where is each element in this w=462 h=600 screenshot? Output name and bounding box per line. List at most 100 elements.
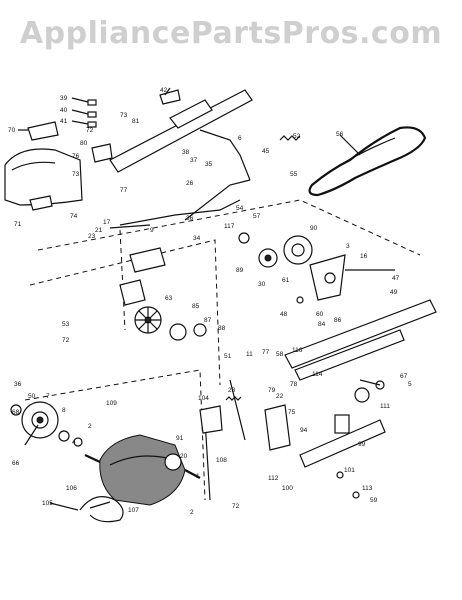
callout-51: 51: [224, 353, 232, 360]
rod-108: [204, 419, 211, 501]
callout-47: 47: [392, 275, 400, 282]
callout-21: 21: [95, 227, 103, 234]
callout-37: 37: [190, 157, 198, 164]
callout-50: 50: [28, 393, 36, 400]
callout-114: 114: [312, 371, 323, 378]
pulley-90-hub: [291, 243, 305, 257]
pulley-89-hub: [264, 254, 272, 262]
callout-100: 100: [282, 485, 293, 492]
callout-89: 89: [236, 267, 244, 274]
callout-60: 60: [316, 311, 324, 318]
nut-59: [352, 491, 360, 499]
callout-66: 66: [12, 460, 20, 467]
callout-26: 26: [186, 180, 194, 187]
axle-shaft-left: [84, 454, 101, 463]
callout-108: 108: [216, 457, 227, 464]
callout-1: 1: [196, 473, 200, 480]
callout-68: 68: [12, 409, 20, 416]
callout-117: 117: [224, 223, 235, 230]
washer-117: [238, 232, 250, 244]
nut-101: [336, 471, 344, 479]
callout-105: 105: [42, 500, 53, 507]
callout-38: 38: [182, 149, 190, 156]
callout-99: 99: [358, 441, 366, 448]
callout-87: 87: [204, 317, 212, 324]
callout-58: 58: [276, 351, 284, 358]
axle-bolt: [36, 416, 44, 424]
bolt-41: [87, 121, 97, 128]
callout-101: 101: [344, 467, 355, 474]
callout-30: 30: [258, 281, 266, 288]
callout-6: 6: [238, 135, 242, 142]
callout-54: 54: [236, 205, 244, 212]
rod-28: [229, 379, 246, 441]
bolt-40: [87, 111, 97, 118]
callout-90: 90: [310, 225, 318, 232]
callout-7: 7: [46, 393, 50, 400]
callout-72: 72: [86, 127, 94, 134]
callout-28: 28: [228, 387, 236, 394]
bolt-39: [87, 99, 97, 106]
callout-109: 109: [106, 400, 117, 407]
cable-106: [79, 496, 124, 523]
idler-pivot: [324, 272, 336, 284]
callout-42: 42: [160, 87, 168, 94]
callout-116: 116: [292, 347, 303, 354]
watermark: AppliancePartsPros.com: [19, 16, 443, 51]
callout-84: 84: [318, 321, 326, 328]
callout-88: 88: [218, 325, 226, 332]
bracket-71: [29, 195, 53, 211]
callout-81: 81: [132, 118, 140, 125]
callout-91: 91: [176, 435, 184, 442]
drive-belt-inner: [339, 137, 396, 166]
nut-48: [296, 296, 304, 304]
group-outline-lower: [24, 369, 206, 501]
lever-bracket: [264, 404, 291, 451]
callout-22: 22: [276, 393, 284, 400]
cable-end-105: [49, 502, 79, 511]
guide-line: [119, 229, 126, 331]
shaft-bracket: [299, 419, 386, 468]
callout-5: 5: [408, 381, 412, 388]
callout-107: 107: [128, 507, 139, 514]
control-rod: [119, 199, 241, 226]
rod-17: [109, 224, 151, 229]
callout-8: 8: [62, 407, 66, 414]
callout-67: 67: [400, 373, 408, 380]
callout-73b: 73: [72, 171, 80, 178]
linkage-rod-upper: [199, 129, 251, 181]
callout-34: 34: [193, 235, 201, 242]
callout-80: 80: [80, 140, 88, 147]
callout-72c: 72: [232, 503, 240, 510]
callout-45: 45: [262, 148, 270, 155]
callout-59: 59: [370, 497, 378, 504]
callout-79: 79: [268, 387, 276, 394]
pulley-85: [169, 323, 187, 341]
pulley-87: [193, 323, 207, 337]
spring-28: [225, 396, 242, 401]
callout-106: 106: [66, 485, 77, 492]
callout-2: 2: [88, 423, 92, 430]
callout-77b: 77: [262, 349, 270, 356]
callout-56: 56: [336, 131, 344, 138]
callout-85: 85: [192, 303, 200, 310]
clip-84: [119, 279, 146, 306]
callout-113: 113: [362, 485, 373, 492]
drive-belt: [308, 126, 427, 197]
callout-11: 11: [246, 351, 253, 358]
callout-111: 111: [380, 403, 390, 410]
callout-70: 70: [8, 127, 16, 134]
axle-shaft-right: [184, 469, 201, 479]
callout-2b: 2: [190, 509, 194, 516]
callout-35: 35: [205, 161, 213, 168]
fan-hub: [144, 316, 152, 324]
callout-labels: 39 40 41 70 72 73 81 80 76 73 77 71 74 4…: [8, 87, 412, 516]
callout-104: 104: [198, 395, 209, 402]
callout-40: 40: [60, 107, 68, 114]
linkage-rod-26: [184, 179, 251, 221]
spring-52: [279, 135, 301, 141]
leader-lines: [18, 87, 395, 509]
callout-9: 9: [150, 227, 154, 234]
washer-36: [10, 404, 22, 416]
